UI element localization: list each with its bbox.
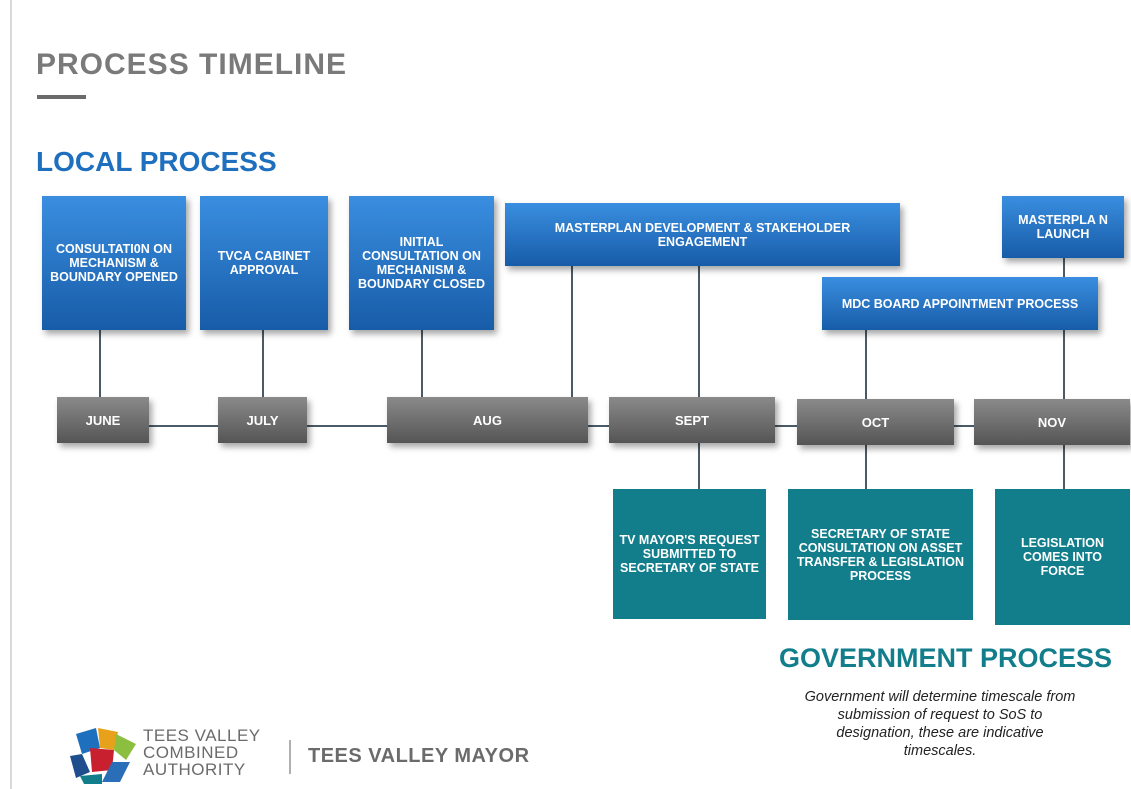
event-legislation-in-force: LEGISLATION COMES INTO FORCE [995,489,1130,625]
month-oct: OCT [797,399,954,445]
event-mayor-request: TV MAYOR'S REQUEST SUBMITTED TO SECRETAR… [613,489,766,619]
connector-masterplan-1 [571,266,573,425]
page-title: PROCESS TIMELINE [36,48,348,81]
connector-masterplan-2 [698,266,700,491]
month-june: JUNE [57,397,149,443]
combined-authority-wordmark: TEES VALLEY COMBINED AUTHORITY [143,726,261,779]
event-masterplan-development: MASTERPLAN DEVELOPMENT & STAKEHOLDER ENG… [505,203,900,266]
footer-divider [289,740,291,774]
connector-aug [421,330,423,425]
local-process-heading: LOCAL PROCESS [36,146,277,177]
month-nov: NOV [974,399,1130,445]
government-process-heading: GOVERNMENT PROCESS [779,643,1113,673]
month-aug: AUG [387,397,588,443]
slide-left-border [10,0,12,789]
event-masterplan-launch: MASTERPLA N LAUNCH [1002,196,1124,258]
month-sept: SEPT [609,397,775,443]
connector-july [262,330,264,425]
government-note: Government will determine timescale from… [804,689,1076,759]
title-underline [37,95,86,99]
tees-valley-mayor-wordmark: TEES VALLEY MAYOR [308,745,530,767]
tees-valley-logo-icon [70,728,136,784]
event-mdc-board-appointment: MDC BOARD APPOINTMENT PROCESS [822,277,1098,330]
event-sos-consultation: SECRETARY OF STATE CONSULTATION ON ASSET… [788,489,973,620]
connector-launch [1063,258,1065,506]
event-consultation-closed: INITIAL CONSULTATION ON MECHANISM & BOUN… [349,196,494,330]
month-july: JULY [218,397,307,443]
connector-june [99,330,101,425]
event-consultation-opened: CONSULTATI0N ON MECHANISM & BOUNDARY OPE… [42,196,186,330]
event-cabinet-approval: TVCA CABINET APPROVAL [200,196,328,330]
